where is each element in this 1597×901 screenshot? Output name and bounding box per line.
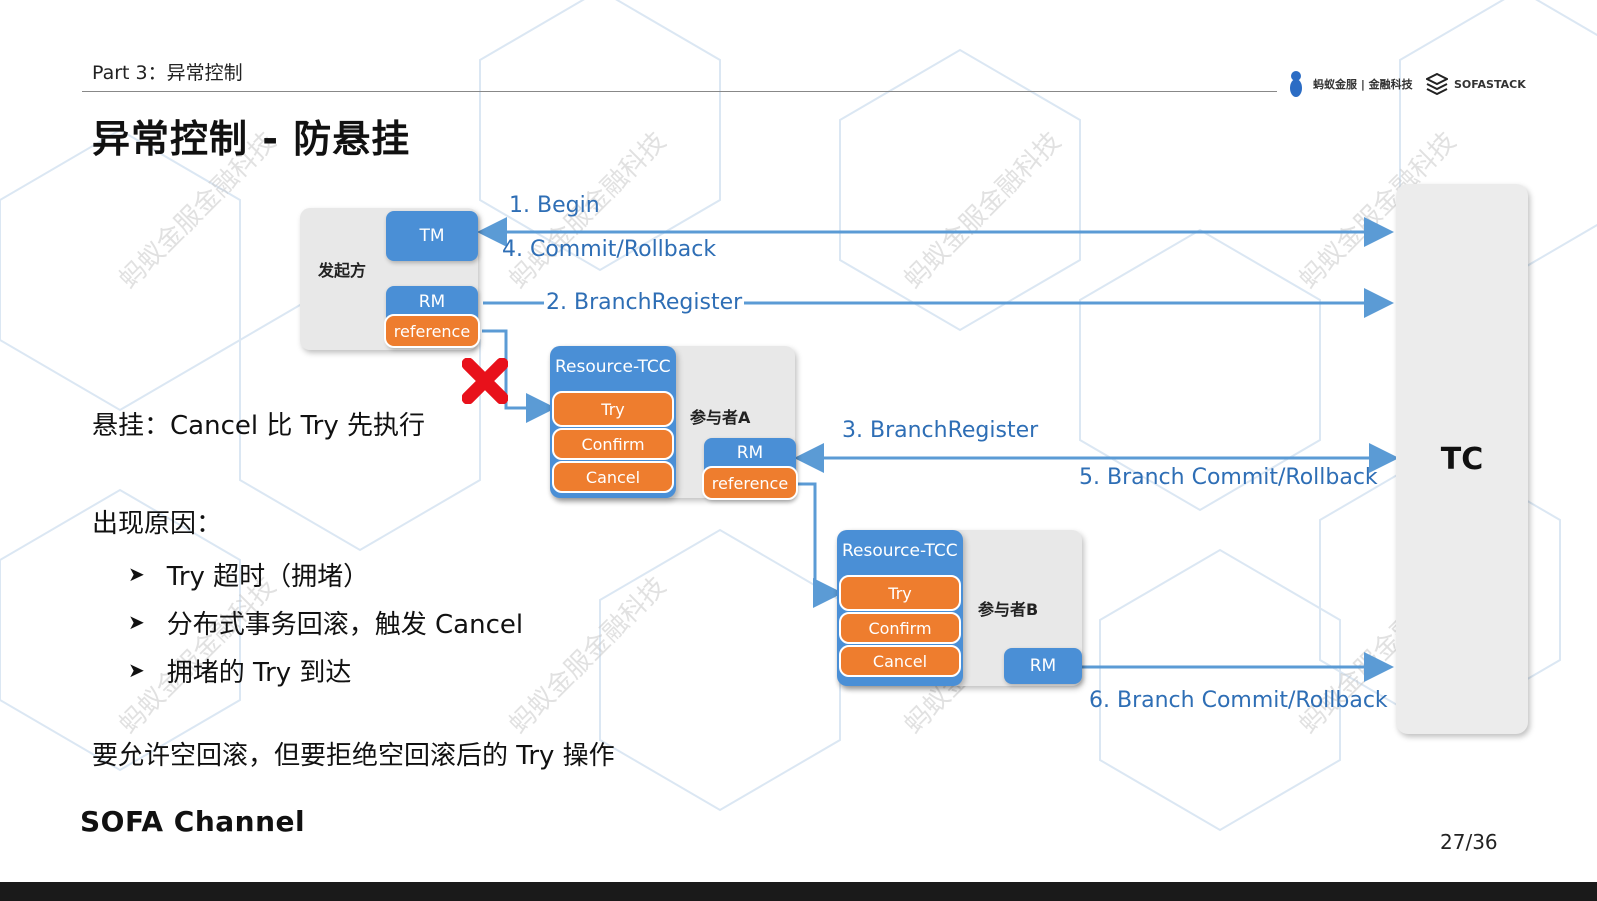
cause-text: 分布式事务回滚，触发 Cancel (166, 609, 524, 640)
flow-branch-register-2-label: 2. BranchRegister (544, 290, 745, 315)
flow-begin-label: 1. Begin (509, 193, 600, 218)
flow-branch-register-3-label: 3. BranchRegister (842, 418, 1039, 443)
participant-b-cancel: Cancel (839, 645, 961, 677)
arrow-bullet-icon: ➤ (128, 562, 145, 586)
list-item: ➤ Try 超时（拥堵） (128, 550, 523, 598)
cause-list: ➤ Try 超时（拥堵） ➤ 分布式事务回滚，触发 Cancel ➤ 拥堵的 T… (128, 550, 523, 694)
participant-b-confirm: Confirm (839, 612, 961, 644)
cause-heading: 出现原因： (92, 509, 223, 539)
arrow-reference-to-b (798, 482, 843, 608)
page-title: 异常控制 - 防悬挂 (92, 117, 411, 161)
cause-text: 拥堵的 Try 到达 (166, 657, 352, 688)
conclusion-text: 要允许空回滚，但要拒绝空回滚后的 Try 操作 (92, 741, 615, 771)
participant-b-try: Try (839, 575, 961, 611)
initiator-label: 发起方 (318, 261, 367, 280)
arrow-bullet-icon: ➤ (128, 658, 145, 682)
participant-b-resource-title: Resource-TCC (842, 541, 958, 561)
red-x-icon (462, 358, 508, 404)
ant-financial-logo: 蚂蚁金服 | 金融科技 (1285, 66, 1413, 102)
section-label: Part 3：异常控制 (92, 62, 243, 84)
flow-branch-commit-5-label: 5. Branch Commit/Rollback (1079, 465, 1378, 490)
cause-text: Try 超时（拥堵） (166, 561, 370, 592)
participant-b-label: 参与者B (978, 600, 1039, 619)
participant-a-resource-title: Resource-TCC (555, 357, 671, 377)
list-item: ➤ 拥堵的 Try 到达 (128, 646, 523, 694)
tm-block: TM (386, 211, 478, 261)
sofastack-icon (1426, 73, 1448, 95)
list-item: ➤ 分布式事务回滚，触发 Cancel (128, 598, 523, 646)
sofastack-logo-text: SOFASTACK (1454, 77, 1526, 91)
tc-block: TC (1396, 184, 1528, 734)
suspension-definition: 悬挂：Cancel 比 Try 先执行 (92, 411, 426, 441)
initiator-reference: reference (384, 314, 480, 348)
bottom-bar (0, 882, 1597, 901)
participant-a-confirm: Confirm (552, 428, 674, 460)
header-divider (82, 91, 1277, 92)
flow-commit-rollback-label: 4. Commit/Rollback (502, 237, 717, 262)
arrow-reference-to-a (482, 329, 556, 423)
ant-logo-text: 蚂蚁金服 | 金融科技 (1313, 78, 1413, 91)
participant-a-try: Try (552, 391, 674, 427)
footer-channel: SOFA Channel (80, 805, 306, 838)
ant-icon (1290, 71, 1302, 97)
participant-a-cancel: Cancel (552, 461, 674, 493)
flow-branch-commit-6-label: 6. Branch Commit/Rollback (1089, 688, 1388, 713)
participant-b-rm-block: RM (1004, 648, 1082, 684)
arrow-bullet-icon: ➤ (128, 610, 145, 634)
sofastack-logo: SOFASTACK (1426, 66, 1526, 102)
participant-a-reference: reference (702, 466, 798, 500)
page-number: 27/36 (1440, 830, 1498, 854)
participant-a-label: 参与者A (690, 408, 751, 427)
